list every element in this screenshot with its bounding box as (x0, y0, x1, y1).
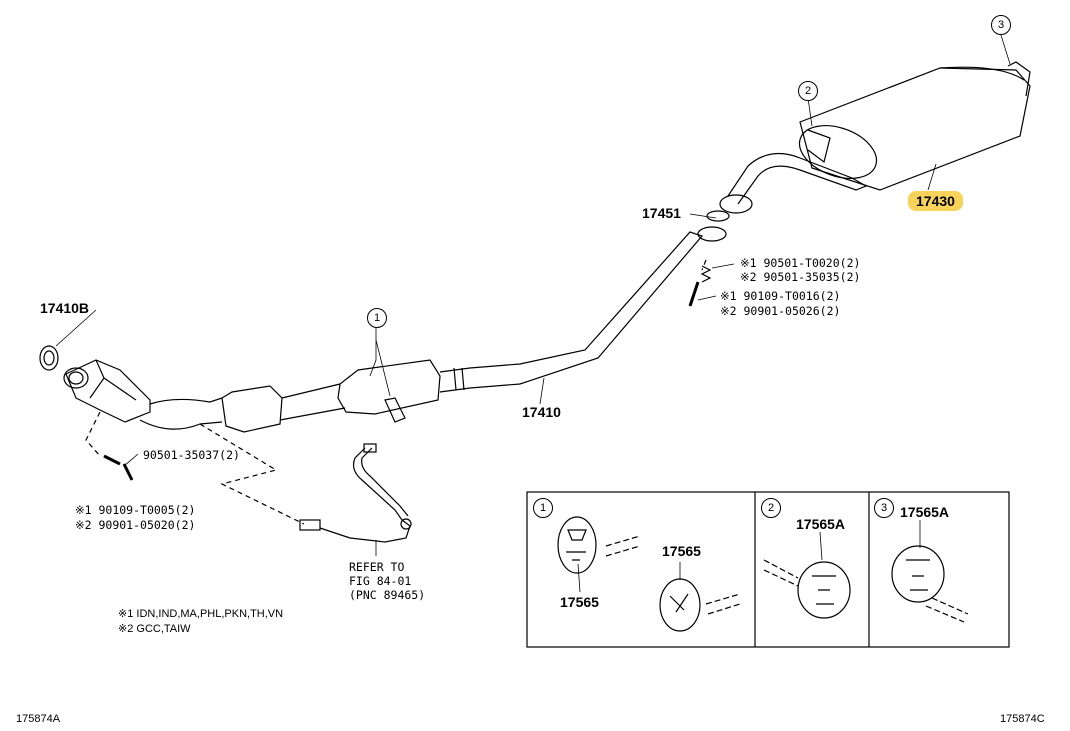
hanger-17565-b[interactable] (659, 562, 741, 632)
label-90109-t0016[interactable]: ※1 90109-T0016(2) (720, 289, 841, 303)
label-leaders (55, 31, 1011, 556)
refer-line-3[interactable]: (PNC 89465) (349, 588, 426, 602)
label-17410b[interactable]: 17410B (40, 300, 90, 316)
label-90901-05026[interactable]: ※2 90901-05026(2) (720, 304, 841, 318)
inset-17565-a[interactable]: 17565 (560, 594, 599, 610)
gasket-17410b[interactable] (39, 345, 59, 371)
bolt-front[interactable] (103, 454, 134, 481)
label-90501-35035[interactable]: ※2 90501-35035(2) (740, 270, 861, 284)
inset-panels (526, 491, 1010, 648)
label-90901-05020[interactable]: ※2 90901-05020(2) (75, 518, 196, 532)
spring-and-bolt-rear[interactable] (688, 265, 712, 307)
refer-line-1[interactable]: REFER TO (349, 560, 405, 574)
inset-17565-b[interactable]: 17565 (662, 543, 701, 559)
label-90109-t0005[interactable]: ※1 90109-T0005(2) (75, 503, 196, 517)
label-17410[interactable]: 17410 (522, 404, 561, 420)
inset-callout-2: 2 (761, 498, 781, 518)
hanger-17565a-panel2[interactable] (763, 531, 851, 619)
label-17430[interactable]: 17430 (908, 191, 963, 211)
label-90501-35037[interactable]: 90501-35037(2) (143, 448, 240, 462)
pipe-17410[interactable] (221, 231, 704, 433)
inset-callout-3: 3 (874, 498, 894, 518)
callout-3[interactable]: 3 (991, 15, 1011, 35)
callout-2[interactable]: 2 (798, 81, 818, 101)
oxygen-sensor[interactable] (299, 443, 412, 543)
label-17451[interactable]: 17451 (642, 205, 681, 221)
inset-17565a-panel2[interactable]: 17565A (796, 516, 846, 532)
hanger-17565a-panel3[interactable] (891, 520, 969, 623)
inset-callout-1: 1 (533, 498, 553, 518)
note-1: ※1 IDN,IND,MA,PHL,PKN,TH,VN (118, 608, 284, 620)
hanger-17565-a[interactable] (557, 516, 641, 593)
inset-17565a-panel3[interactable]: 17565A (900, 504, 950, 520)
footer-left-code: 175874A (16, 713, 61, 725)
label-90501-t0020[interactable]: ※1 90501-T0020(2) (740, 256, 861, 270)
leader-lines (85, 259, 707, 525)
muffler-17430[interactable] (727, 61, 1031, 205)
front-converter[interactable] (63, 359, 223, 430)
refer-line-2[interactable]: FIG 84-01 (349, 574, 412, 588)
footer-right-code: 175874C (1000, 713, 1045, 725)
gasket-17451[interactable] (697, 194, 753, 242)
callout-1[interactable]: 1 (367, 308, 387, 328)
note-2: ※2 GCC,TAIW (118, 623, 191, 635)
